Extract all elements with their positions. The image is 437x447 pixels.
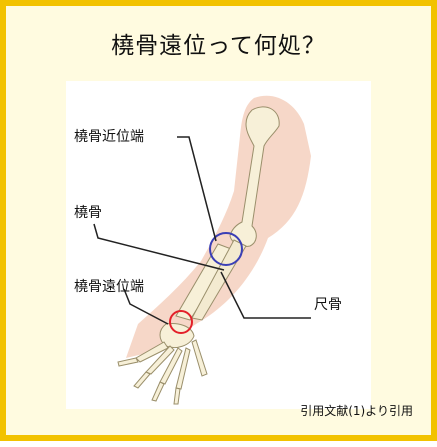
leader-radius-proximal (177, 137, 216, 241)
label-radius-distal: 橈骨遠位端 (74, 276, 144, 296)
arm-bone-illustration (6, 6, 437, 447)
citation-text: 引用文献(1)より引用 (300, 402, 413, 419)
label-radius-proximal: 橈骨近位端 (74, 126, 144, 146)
label-ulna: 尺骨 (314, 294, 342, 314)
label-radius: 橈骨 (74, 202, 102, 222)
hand-bones (118, 324, 207, 405)
